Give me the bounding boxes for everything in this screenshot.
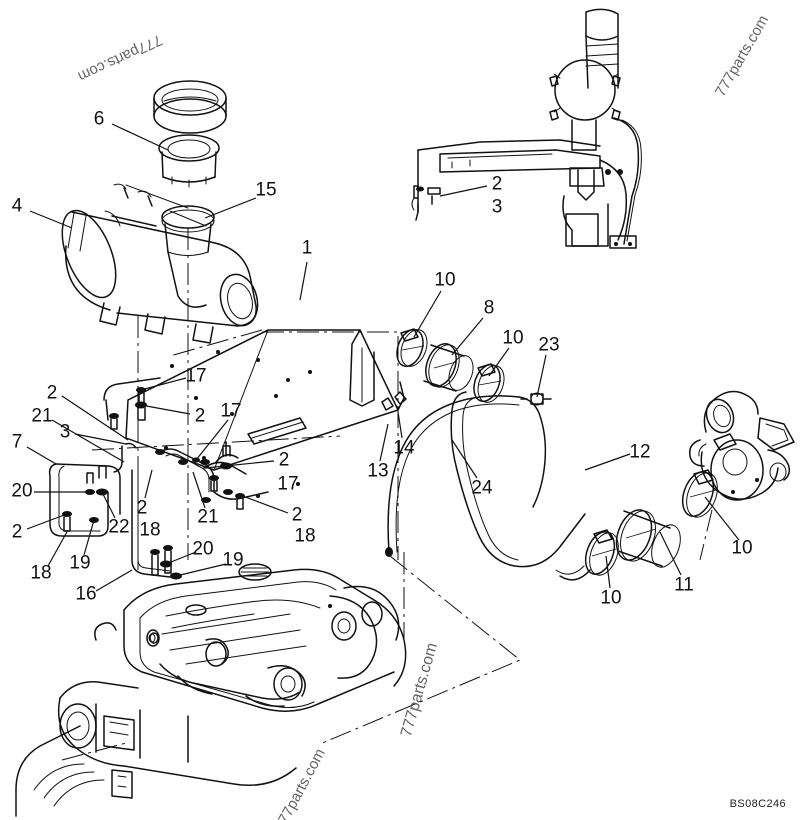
leader-line-2 (204, 460, 275, 469)
plate-fasteners (103, 377, 161, 430)
callout-number-19: 19 (222, 549, 244, 571)
hose-sleeve (615, 509, 681, 568)
callout-leader-lines (26, 123, 740, 592)
hose-clamp-4 (681, 469, 718, 518)
leader-line-24 (451, 439, 478, 479)
leader-line-2 (140, 404, 191, 415)
leader-line-6 (111, 123, 169, 151)
callout-number-17: 17 (185, 365, 207, 387)
mounting-plate (125, 329, 407, 498)
centerlines (61, 228, 713, 761)
leader-line-13 (379, 423, 389, 462)
callout-number-1: 1 (301, 237, 313, 259)
leader-line-4 (29, 210, 73, 229)
hose-clamp-2 (473, 363, 505, 403)
callout-number-20: 20 (11, 480, 33, 502)
callout-number-23: 23 (538, 334, 560, 356)
callout-number-2: 2 (136, 497, 148, 519)
callout-number-24: 24 (471, 477, 493, 499)
callout-number-2: 2 (11, 521, 23, 543)
callout-number-4: 4 (11, 195, 23, 217)
leader-line-2 (144, 469, 153, 499)
callout-number-10: 10 (731, 537, 753, 559)
leader-line-17 (195, 419, 229, 461)
callout-number-3: 3 (491, 196, 503, 218)
leader-line-22 (101, 491, 116, 519)
callout-number-17: 17 (277, 473, 299, 495)
callout-number-20: 20 (192, 538, 214, 560)
leader-line-8 (451, 317, 484, 356)
leader-line-3 (74, 433, 127, 445)
callout-number-2: 2 (291, 504, 303, 526)
air-cleaner-assembly (61, 80, 259, 344)
top-right-detail-view (411, 8, 642, 249)
callout-number-18: 18 (294, 525, 316, 547)
leader-line-11 (659, 531, 682, 576)
intake-hose (450, 391, 591, 581)
callout-number-11: 11 (674, 574, 694, 596)
leader-line-10 (704, 496, 740, 541)
callout-number-2: 2 (491, 173, 503, 195)
center-fastener-cluster (155, 441, 269, 510)
engine-assembly (15, 563, 407, 817)
callout-number-8: 8 (483, 297, 495, 319)
callout-number-2: 2 (278, 449, 290, 471)
filter-element-inner (158, 134, 220, 188)
callout-number-7: 7 (11, 431, 23, 453)
callout-number-10: 10 (434, 269, 456, 291)
callout-number-10: 10 (502, 327, 524, 349)
hose-clamp-1 (396, 328, 428, 368)
leader-line-7 (26, 446, 57, 465)
leader-line-10 (488, 347, 510, 377)
callout-number-18: 18 (30, 562, 52, 584)
callout-number-16: 16 (75, 583, 97, 605)
leader-line-14 (397, 411, 403, 439)
hose-sleeve-group (584, 469, 718, 576)
hose-coupler-group-upper (396, 328, 505, 403)
callout-number-13: 13 (367, 460, 389, 482)
filter-element-outer-ring (153, 80, 227, 134)
hose-coupler (423, 343, 474, 392)
leader-line-12 (584, 453, 631, 471)
leader-line-20 (165, 551, 197, 565)
leader-line-10 (413, 290, 442, 338)
callout-number-3: 3 (59, 421, 71, 443)
leader-line-23 (536, 354, 547, 398)
leader-line-10 (605, 555, 611, 589)
leader-line-2 (439, 185, 488, 197)
callout-number-2: 2 (46, 382, 58, 404)
leader-line-2 (239, 494, 289, 514)
callout-number-19: 19 (69, 552, 91, 574)
callout-number-14: 14 (393, 437, 415, 459)
leader-line-2 (61, 395, 129, 441)
leader-line-1 (299, 261, 308, 301)
breather-tube (385, 395, 520, 557)
drawing-code: BS08C246 (729, 798, 786, 810)
leader-line-21 (192, 471, 206, 509)
leader-line-17 (140, 377, 187, 391)
leader-line-21 (51, 419, 125, 463)
turbocharger (688, 390, 795, 501)
leader-line-16 (95, 569, 133, 592)
callout-number-2: 2 (194, 405, 206, 427)
callout-number-12: 12 (629, 441, 651, 463)
hose-clamp-3 (584, 529, 619, 576)
callout-number-10: 10 (600, 587, 622, 609)
callout-number-22: 22 (108, 516, 130, 538)
callout-number-21: 21 (31, 405, 53, 427)
leader-line-2 (26, 513, 68, 530)
leader-line-19 (175, 563, 227, 577)
leader-line-19 (83, 519, 95, 556)
callout-number-6: 6 (93, 108, 105, 130)
leader-line-15 (204, 197, 257, 219)
callout-number-18: 18 (139, 519, 161, 541)
callout-number-15: 15 (255, 179, 277, 201)
leader-line-18 (47, 529, 69, 567)
callout-number-21: 21 (197, 506, 219, 528)
callout-number-17: 17 (220, 400, 242, 422)
